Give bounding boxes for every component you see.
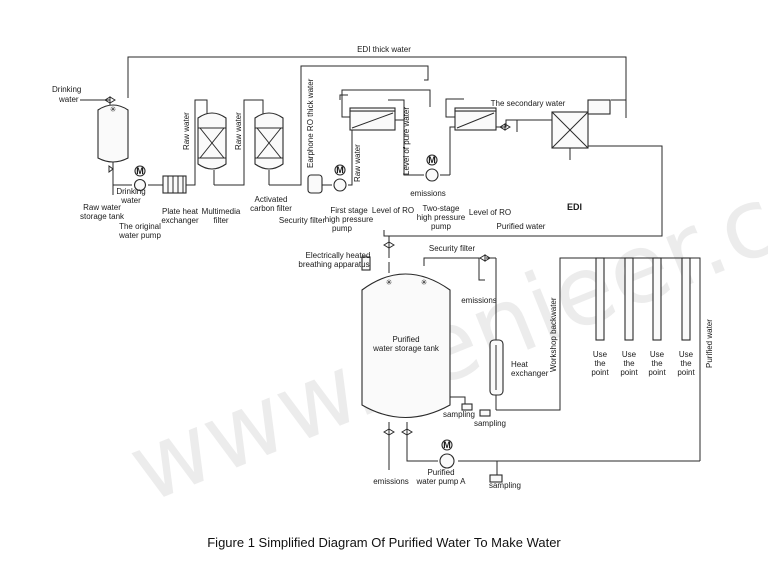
heat-exchanger — [489, 339, 504, 396]
tank-label: Purified — [392, 335, 419, 344]
purified-water-label-1: Purified water — [497, 222, 546, 231]
svg-text:point: point — [620, 368, 638, 377]
secondary-water-label: The secondary water — [491, 99, 566, 108]
svg-text:Use: Use — [679, 350, 694, 359]
svg-text:Use: Use — [650, 350, 665, 359]
heat-exchanger-label: Heat — [511, 360, 529, 369]
level-ro-label-1: Level of RO — [372, 206, 414, 215]
pump-a-motor-label: M — [443, 440, 451, 450]
activated-carbon-filter — [254, 112, 284, 170]
svg-text:the: the — [651, 359, 663, 368]
security-filter-label: Security filter — [279, 216, 326, 225]
carbon-filter-label: Activated — [255, 195, 288, 204]
tank-label-2: water storage tank — [372, 344, 440, 353]
svg-text:point: point — [591, 368, 609, 377]
pipe-network — [80, 56, 701, 479]
original-pump-label: The original — [119, 222, 161, 231]
breathing-label: Electrically heated — [306, 251, 371, 260]
security-filter-label-2: Security filter — [429, 244, 476, 253]
breathing-apparatus — [361, 256, 371, 271]
edi-module — [551, 99, 611, 149]
raw-water-storage-tank: ✳ — [97, 104, 129, 163]
raw-water-tank-label: Raw water — [83, 203, 121, 212]
level-ro-label-2: Level of RO — [469, 208, 511, 217]
emissions-label-1: emissions — [410, 189, 446, 198]
sampling-box-1 — [461, 403, 473, 411]
original-pump-label-2: water pump — [118, 231, 161, 240]
svg-text:the: the — [623, 359, 635, 368]
emissions-label-2: emissions — [461, 296, 497, 305]
original-water-pump: M — [133, 165, 147, 192]
ro-membrane-1 — [349, 107, 396, 131]
two-stage-label-2: high pressure — [417, 213, 466, 222]
sampling-label-3: sampling — [489, 481, 521, 490]
first-stage-label-3: pump — [332, 224, 353, 233]
use-points — [595, 257, 691, 341]
sampling-label-2: sampling — [474, 419, 506, 428]
two-stage-label-3: pump — [431, 222, 452, 231]
pump1-motor-label: M — [336, 165, 344, 175]
carbon-filter-label-2: carbon filter — [250, 204, 292, 213]
multimedia-label-2: filter — [213, 216, 228, 225]
workshop-backwater-label: Workshop backwater — [549, 297, 558, 372]
svg-text:✳: ✳ — [386, 278, 393, 287]
plate-heat-exchanger — [162, 175, 187, 194]
sampling-label-1: sampling — [443, 410, 475, 419]
plate-heat-label: Plate heat — [162, 207, 199, 216]
security-filter-1 — [307, 174, 323, 194]
level-pure-water-label: Level of pure water — [402, 107, 411, 175]
svg-text:the: the — [594, 359, 606, 368]
drinking-water-pipe-label-2: water — [120, 196, 141, 205]
purified-water-pump-a — [439, 439, 455, 469]
svg-text:point: point — [648, 368, 666, 377]
svg-text:Use: Use — [593, 350, 608, 359]
earphone-ro-label: Earphone RO thick water — [306, 78, 315, 168]
two-stage-pump — [425, 154, 439, 182]
sampling-box-3 — [489, 474, 503, 483]
motor-label: M — [136, 166, 144, 176]
breathing-label-2: breathing apparatus — [298, 260, 369, 269]
svg-text:✳: ✳ — [110, 105, 117, 114]
two-stage-label: Two-stage — [423, 204, 460, 213]
figure-caption: Figure 1 Simplified Diagram Of Purified … — [207, 535, 561, 550]
heat-exchanger-label-2: exchanger — [511, 369, 549, 378]
first-stage-label-2: high pressure — [325, 215, 374, 224]
valves — [104, 96, 511, 436]
drinking-water-pipe-label: Drinking — [116, 187, 145, 196]
drinking-water-inlet-label: Drinking — [52, 85, 81, 94]
drinking-water-inlet-label-2: water — [58, 95, 79, 104]
edi-label: EDI — [567, 202, 582, 212]
pump-a-label: Purified — [427, 468, 454, 477]
svg-text:Use: Use — [622, 350, 637, 359]
raw-water-label-a: Raw water — [182, 112, 191, 150]
emissions-label-3: emissions — [373, 477, 409, 486]
svg-text:✳: ✳ — [421, 278, 428, 287]
raw-water-label-b: Raw water — [234, 112, 243, 150]
raw-water-label-c: Raw water — [353, 144, 362, 182]
pump2-motor-label: M — [428, 155, 436, 165]
multimedia-filter — [197, 112, 227, 170]
use-point-labels-2: Use the point — [620, 350, 638, 377]
first-stage-pump — [333, 164, 347, 192]
plate-heat-label-2: exchanger — [161, 216, 199, 225]
sampling-box-2 — [479, 409, 491, 417]
edi-thick-water-label: EDI thick water — [357, 45, 411, 54]
raw-water-tank-label-2: storage tank — [80, 212, 125, 221]
purified-water-storage-tank: ✳ ✳ — [361, 273, 451, 419]
first-stage-label: First stage — [330, 206, 368, 215]
use-point-labels-4: Use the point — [677, 350, 695, 377]
svg-text:the: the — [680, 359, 692, 368]
use-point-labels-3: Use the point — [648, 350, 666, 377]
pump-a-label-2: water pump A — [416, 477, 467, 486]
use-point-labels-1: Use the point — [591, 350, 609, 377]
svg-text:point: point — [677, 368, 695, 377]
multimedia-label: Multimedia — [202, 207, 241, 216]
purified-water-label-2: Purified water — [705, 319, 714, 368]
ro-membrane-2 — [454, 107, 497, 131]
